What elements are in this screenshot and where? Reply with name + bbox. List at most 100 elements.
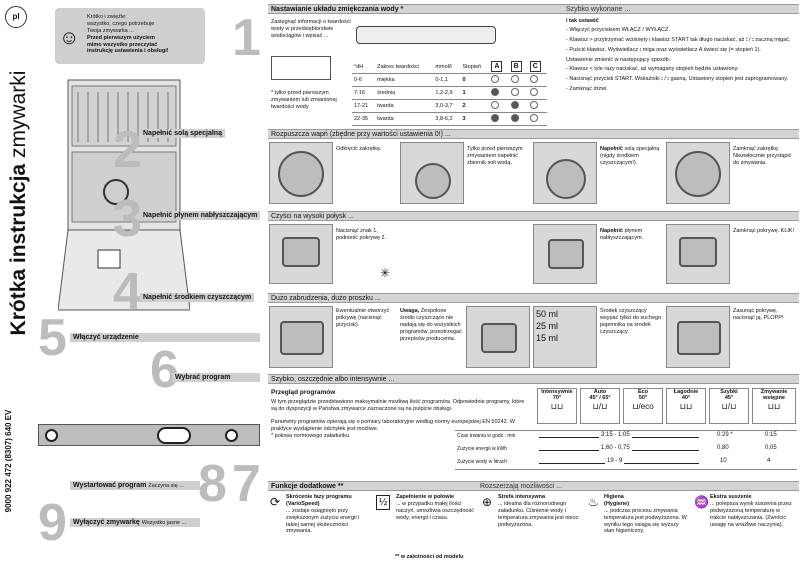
smiley-icon: ☺ xyxy=(59,27,80,49)
section2-head: Rozpuszcza wapń (zbędne przy wartości us… xyxy=(271,131,451,138)
metrics-table: Czas trwania w godz.: min 3:15 - 1:05 0:… xyxy=(455,430,797,470)
program-temp: 45° / 65° xyxy=(589,395,611,401)
step-number-1: 1 xyxy=(232,9,261,67)
section1-band: Nastawianie układu zmiękczania wody * Sz… xyxy=(268,4,799,14)
document-code: 9000 922 472 (8307) 640 EV xyxy=(4,409,13,513)
th-mmol: mmol/l xyxy=(433,60,461,74)
func-sub: (Hygiene) xyxy=(604,500,630,507)
led-icon xyxy=(491,88,500,96)
function-extra-dry[interactable]: ♒ Ekstra suszenie... polepsza wynik susz… xyxy=(692,493,798,553)
label-detergent: Napełnić środkiem czyszczącym xyxy=(140,293,255,302)
section1-right: Szybko wykonane ... xyxy=(566,6,631,13)
section7-sub: Rozszerzają możliwości ... xyxy=(480,483,563,490)
cell: twarda xyxy=(375,99,434,113)
led-icon xyxy=(510,75,519,83)
func-text: ... w przypadku małej ilości naczyń, umo… xyxy=(396,500,474,521)
step-line: - Włączyć przyciskiem WŁĄCZ / WYŁĄCZ. xyxy=(566,26,670,33)
program-temp: 45° xyxy=(724,395,734,401)
program-prerinse[interactable]: Zmywanie wstępne⊔⊔ xyxy=(752,388,796,424)
intensive-zone-icon: ⊕ xyxy=(482,495,493,509)
cell: 3 xyxy=(460,112,490,126)
cell: 0-1,1 xyxy=(433,73,461,87)
detergent-step1: Ewentualnie otworzyć pokrywę (nacisnąć p… xyxy=(336,308,390,328)
step-number-6: 6 xyxy=(150,341,179,399)
salt-step3-bold: Napełnić xyxy=(600,146,623,152)
salt-photo-3 xyxy=(533,142,597,204)
rinse-step1: Nacisnąć znak 1, podnieść pokrywę 2. xyxy=(336,228,387,241)
metric-v2: 4 xyxy=(767,458,771,464)
step-number-7: 7 xyxy=(232,455,261,513)
th-range: Zakres twardości xyxy=(375,60,434,74)
glass-icon: ⊔⊔ xyxy=(679,402,693,411)
led-icon xyxy=(491,75,500,83)
metric-range: 3:15 - 1:05 xyxy=(599,432,632,438)
vertical-title: Krótka instrukcja zmywarki xyxy=(7,53,33,353)
function-hygiene[interactable]: ♨ Higiena(Hygiene)... podczas procesu zm… xyxy=(586,493,692,553)
language-badge: pl xyxy=(5,6,27,28)
program-dial[interactable] xyxy=(157,427,191,444)
label-off: Wyłączyć zmywarkę Wszystko jasne ... xyxy=(70,518,200,527)
func-title: Higiena xyxy=(604,494,624,500)
varispeed-icon: ⟳ xyxy=(270,495,281,509)
steps-title: i tak ustawić xyxy=(566,18,599,24)
step-line: Ustawienie zmienić w następujący sposób. xyxy=(566,56,671,63)
metric-label: Zużycie wody w litrach xyxy=(457,459,508,465)
cell: 0 xyxy=(460,73,490,87)
salt-photo-4 xyxy=(666,142,730,204)
function-intensive-zone[interactable]: ⊕ Strefa intensywna... idealna dla różno… xyxy=(480,493,586,553)
ml-50: 50 ml xyxy=(536,309,559,319)
led-icon xyxy=(529,75,538,83)
metric-range: 1,60 - 0,75 xyxy=(599,445,632,451)
hygiene-icon: ♨ xyxy=(588,495,599,509)
metric-v1: 0:29 * xyxy=(717,432,733,438)
section2-band: Rozpuszcza wapń (zbędne przy wartości us… xyxy=(268,129,799,139)
glass-icon: ⊔/⊔ xyxy=(721,402,737,411)
rinse-step2: Napełnić płynem nabłyszczającym. xyxy=(600,228,662,242)
step-number-3: 3 xyxy=(113,190,142,248)
section1-footnote: * tylko przed pierwszym zmywaniem lub zm… xyxy=(271,90,337,110)
intro-bold3: instrukcję ustawienia i obsługi! xyxy=(87,48,169,55)
function-varispeed[interactable]: ⟳ Skrócenie fazy programu(VarioSpeed)...… xyxy=(268,493,374,553)
led-icon xyxy=(529,88,538,96)
label-start: Wystartować program Zaczyna się ... xyxy=(70,481,200,490)
func-sub: (VarioSpeed) xyxy=(286,500,320,507)
label-program: Wybrać program xyxy=(172,373,260,382)
section7-head: Funkcje dodatkowe ** xyxy=(271,483,344,490)
control-panel xyxy=(38,424,260,446)
overview-text1: W tym przeglądzie przedstawiono maksymal… xyxy=(271,399,525,412)
title-bold: Krótka instrukcja xyxy=(7,163,30,336)
intro-bold2: mimo wszystko przeczytać xyxy=(87,41,158,48)
detergent-photo-1 xyxy=(269,306,333,368)
label-power: Włączyć urządzenie xyxy=(70,333,260,342)
program-name: Eco xyxy=(637,389,649,395)
label-start-sub: Zaczyna się ... xyxy=(148,483,184,489)
led-icon xyxy=(510,101,519,109)
overview-text2: Parametry programów opierają się o pomia… xyxy=(271,418,515,432)
section6-head: Szybko, oszczędnie albo intensywnie ... xyxy=(271,376,395,383)
detergent-photo-2 xyxy=(466,306,530,368)
func-text: ... zostaje osiągnięto przy zwiększonym … xyxy=(286,507,360,535)
hardness-input-box xyxy=(271,56,331,80)
function-half-load[interactable]: ½ Zapełnienie w połowie... w przypadku m… xyxy=(374,493,480,553)
label-off-sub: Wszystko jasne ... xyxy=(141,520,187,526)
program-temp: 70° xyxy=(552,395,562,401)
cell: 2 xyxy=(460,99,490,113)
intro-box: ☺ Krótko i zwięźle: wszystko, czego potr… xyxy=(55,8,205,64)
func-text: ... idealna dla różnorodnego załadunku. … xyxy=(498,500,579,528)
power-button[interactable] xyxy=(45,429,58,442)
detergent-warning-bold: Uwaga, xyxy=(400,308,420,314)
section1-head: Nastawianie układu zmiękczania wody * xyxy=(271,6,404,13)
rinse-photo-2 xyxy=(533,224,597,284)
pot-icon: ⊔⊔ xyxy=(550,402,564,411)
led-icon xyxy=(510,114,519,122)
start-button[interactable] xyxy=(225,429,238,442)
functions-row: ⟳ Skrócenie fazy programu(VarioSpeed)...… xyxy=(268,493,799,553)
